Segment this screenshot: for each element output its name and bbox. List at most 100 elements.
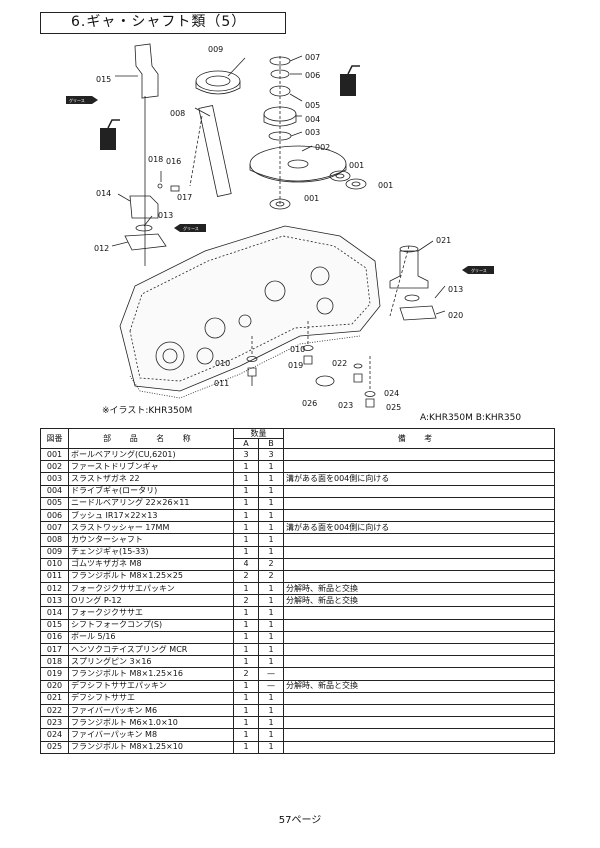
gear-case	[119, 225, 381, 392]
cell-remarks	[283, 569, 555, 584]
cell-remarks	[283, 642, 555, 657]
cell-qty-a: 1	[233, 679, 259, 693]
callout-021: 021	[436, 236, 451, 245]
cell-qty-b: 1	[258, 740, 284, 754]
callout-003: 003	[305, 128, 320, 137]
callout-026: 026	[302, 399, 317, 408]
callout-002: 002	[315, 143, 330, 152]
cell-ref-no: 017	[40, 642, 69, 657]
illustration-caption: ※イラスト:KHR350M	[102, 406, 193, 416]
cell-ref-no: 007	[40, 521, 69, 535]
cell-part-name: スラストワッシャー 17MM	[68, 521, 234, 535]
cell-qty-a: 1	[233, 740, 259, 754]
cell-part-name: ファイバーパッキン M6	[68, 703, 234, 718]
cell-qty-b: 3	[258, 447, 284, 462]
cell-ref-no: 012	[40, 582, 69, 596]
cell-qty-a: 1	[233, 533, 259, 547]
cell-part-name: ボール 5/16	[68, 630, 234, 645]
cell-ref-no: 020	[40, 679, 69, 693]
cell-ref-no: 006	[40, 508, 69, 523]
cell-remarks	[283, 716, 555, 730]
cell-qty-a: 2	[233, 569, 259, 584]
cell-qty-a: 2	[233, 667, 259, 681]
cell-remarks	[283, 667, 555, 681]
cell-ref-no: 002	[40, 460, 69, 474]
header-quantity: 数量	[233, 428, 284, 439]
callout-025: 025	[386, 403, 401, 412]
cell-qty-b: 1	[258, 460, 284, 474]
exploded-parts-diagram: グリース グリース グリース 009 007 006 015 005 008 0…	[66, 43, 494, 412]
callout-011: 011	[214, 379, 229, 388]
cell-ref-no: 022	[40, 703, 69, 718]
cell-qty-b: 2	[258, 557, 284, 571]
cell-remarks	[283, 703, 555, 718]
cell-remarks	[283, 655, 555, 669]
callout-016: 016	[166, 157, 181, 166]
cell-remarks	[283, 447, 555, 462]
cell-remarks: 溝がある面を004側に向ける	[283, 472, 555, 486]
cell-qty-b: 1	[258, 545, 284, 559]
cell-qty-a: 1	[233, 545, 259, 559]
cell-qty-a: 2	[233, 594, 259, 608]
grease-tag-icon: グリース	[462, 266, 494, 274]
callout-labels: 009 007 006 015 005 008 004 003 002 018 …	[94, 45, 463, 412]
cell-part-name: フォークジクササエ	[68, 606, 234, 620]
cell-qty-a: 4	[233, 557, 259, 571]
driven-gear	[249, 145, 347, 183]
cell-qty-a: 1	[233, 472, 259, 486]
change-gear	[195, 70, 241, 92]
header-part-name: 部 品 名 称	[68, 428, 234, 449]
cell-remarks	[283, 496, 555, 510]
cell-qty-b: 1	[258, 582, 284, 596]
cell-qty-b: 1	[258, 630, 284, 645]
cell-part-name: ドライブギャ(ロータリ)	[68, 484, 234, 498]
callout-012: 012	[94, 244, 109, 253]
cell-ref-no: 019	[40, 667, 69, 681]
cell-part-name: カウンターシャフト	[68, 533, 234, 547]
cell-ref-no: 016	[40, 630, 69, 645]
cell-part-name: スラストザガネ 22	[68, 472, 234, 486]
cell-qty-a: 1	[233, 630, 259, 645]
cell-remarks: 分解時、新品と交換	[283, 594, 555, 608]
cell-qty-a: 1	[233, 728, 259, 742]
cell-qty-b: —	[258, 679, 284, 693]
cell-remarks: 分解時、新品と交換	[283, 679, 555, 693]
cell-qty-b: 1	[258, 484, 284, 498]
cell-remarks	[283, 691, 555, 705]
cell-ref-no: 005	[40, 496, 69, 510]
cell-qty-b: 1	[258, 472, 284, 486]
cell-part-name: デフシフトササエパッキン	[68, 679, 234, 693]
cell-part-name: ニードルベアリング 22×26×11	[68, 496, 234, 510]
countershaft	[198, 105, 232, 197]
cell-ref-no: 008	[40, 533, 69, 547]
cell-remarks: 溝がある面を004側に向ける	[283, 521, 555, 535]
cell-remarks	[283, 557, 555, 571]
cell-remarks	[283, 545, 555, 559]
callout-020: 020	[448, 311, 463, 320]
cell-qty-b: 1	[258, 618, 284, 632]
header-col-a: A	[233, 438, 259, 449]
cell-qty-b: 1	[258, 728, 284, 742]
callout-013: 013	[158, 211, 173, 220]
cell-part-name: フランジボルト M8×1.25×10	[68, 740, 234, 754]
cell-qty-a: 1	[233, 508, 259, 523]
callout-017: 017	[177, 193, 192, 202]
grease-tag-icon: グリース	[174, 224, 206, 232]
callout-001: 001	[304, 194, 319, 203]
cell-part-name: チェンジギャ(15-33)	[68, 545, 234, 559]
